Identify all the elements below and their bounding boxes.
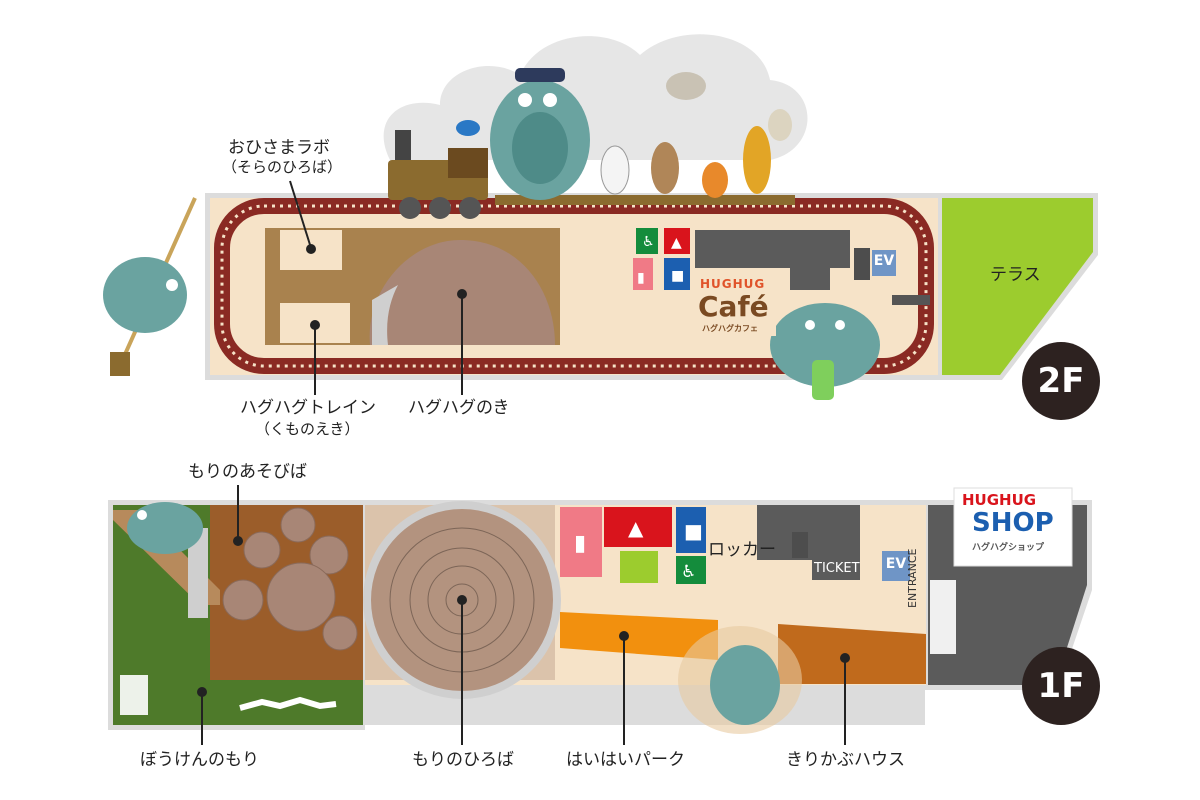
- restroom-accessible-2f: [636, 228, 658, 254]
- stump-house-label: きりかぶハウス: [786, 750, 905, 770]
- restroom-women-1f: [604, 507, 672, 547]
- playground-character: [127, 502, 203, 554]
- stairs-1f: [792, 532, 808, 558]
- cafe-logo-top: HUGHUG: [700, 277, 766, 291]
- floor-1f-badge: 1F: [1022, 647, 1100, 725]
- restroom-men-2f: [664, 258, 690, 290]
- nursing-room-1f: [560, 507, 602, 577]
- restroom-green-room-1f: [620, 551, 658, 583]
- climbing-character: [103, 197, 197, 376]
- crawl-park-label: はいはいパーク: [566, 750, 685, 770]
- forest-square-label: もりのひろば: [412, 750, 514, 770]
- stepping-stones: [239, 696, 337, 711]
- stairs-2f: [854, 248, 870, 280]
- restroom-accessible-1f: [676, 556, 706, 584]
- sky-lab-label: おひさまラボ: [228, 138, 330, 158]
- train-gate: [892, 295, 930, 305]
- floor-2f: [103, 34, 1098, 400]
- forest-animals-on-train: [456, 72, 792, 198]
- shop-logo-sub: ハグハグショップ: [972, 543, 1045, 553]
- entrance-label: ENTRANCE: [906, 548, 919, 608]
- train-station-label: ハグハグトレイン: [240, 398, 376, 418]
- cafe-logo-main: Café: [698, 290, 769, 323]
- sky-lab-sublabel: （そらのひろば）: [222, 158, 343, 176]
- bear-conductor-character: [490, 68, 590, 200]
- steam-train: [388, 130, 795, 219]
- shop-logo-main: SHOP: [972, 508, 1054, 538]
- bridge-structure: [120, 675, 148, 715]
- service-area-2f: [695, 230, 850, 290]
- restroom-symbols: ♿ ▲ ■ ▮ ▮ ▲ ■ ♿: [574, 234, 703, 582]
- shop-logo-bg: [953, 487, 1073, 567]
- cafe-character: [770, 303, 880, 400]
- bottle-icon-2f: ▮: [637, 270, 645, 286]
- man-icon-2f: ■: [671, 268, 684, 284]
- stump-circles: [222, 507, 358, 651]
- locker-label: ロッカー: [708, 540, 776, 560]
- train-station-sublabel: （くものえき）: [255, 420, 360, 438]
- terrace-label: テラス: [990, 265, 1041, 285]
- cafe-logo-sub: ハグハグカフェ: [702, 324, 758, 333]
- man-icon-1f: ■: [684, 519, 703, 543]
- forest-playground-label: もりのあそびば: [188, 462, 307, 482]
- shop-logo-top: HUGHUG: [962, 491, 1037, 509]
- smoke-cloud: [383, 34, 808, 160]
- adventure-forest-label: ぼうけんのもり: [140, 750, 259, 770]
- cafe-logo-bg: [696, 276, 776, 336]
- floor-1f: [108, 487, 1092, 734]
- restroom-women-2f: [664, 228, 690, 254]
- woman-icon-2f: ▲: [671, 235, 682, 251]
- nursing-room-2f: [633, 258, 653, 290]
- crawl-character: [678, 626, 802, 734]
- ticket-area: [757, 505, 860, 580]
- bottle-icon-1f: ▮: [574, 531, 586, 556]
- restroom-men-1f: [676, 507, 706, 553]
- terrace-area: [942, 198, 1093, 375]
- ticket-label: TICKET: [814, 561, 860, 576]
- floor-2f-badge: 2F: [1022, 342, 1100, 420]
- elevator-2f-label: EV: [872, 253, 896, 273]
- woman-icon-1f: ▲: [628, 516, 644, 540]
- wheelchair-icon-2f: ♿: [642, 234, 655, 250]
- hughug-tree-label: ハグハグのき: [408, 398, 510, 418]
- elevator-1f-label: EV: [882, 556, 910, 576]
- wheelchair-icon-1f: ♿: [681, 562, 696, 582]
- crawl-park-area: [560, 612, 718, 660]
- stump-house-area: [778, 624, 926, 684]
- entrance-door: [930, 580, 956, 654]
- leader-lines: [197, 180, 850, 745]
